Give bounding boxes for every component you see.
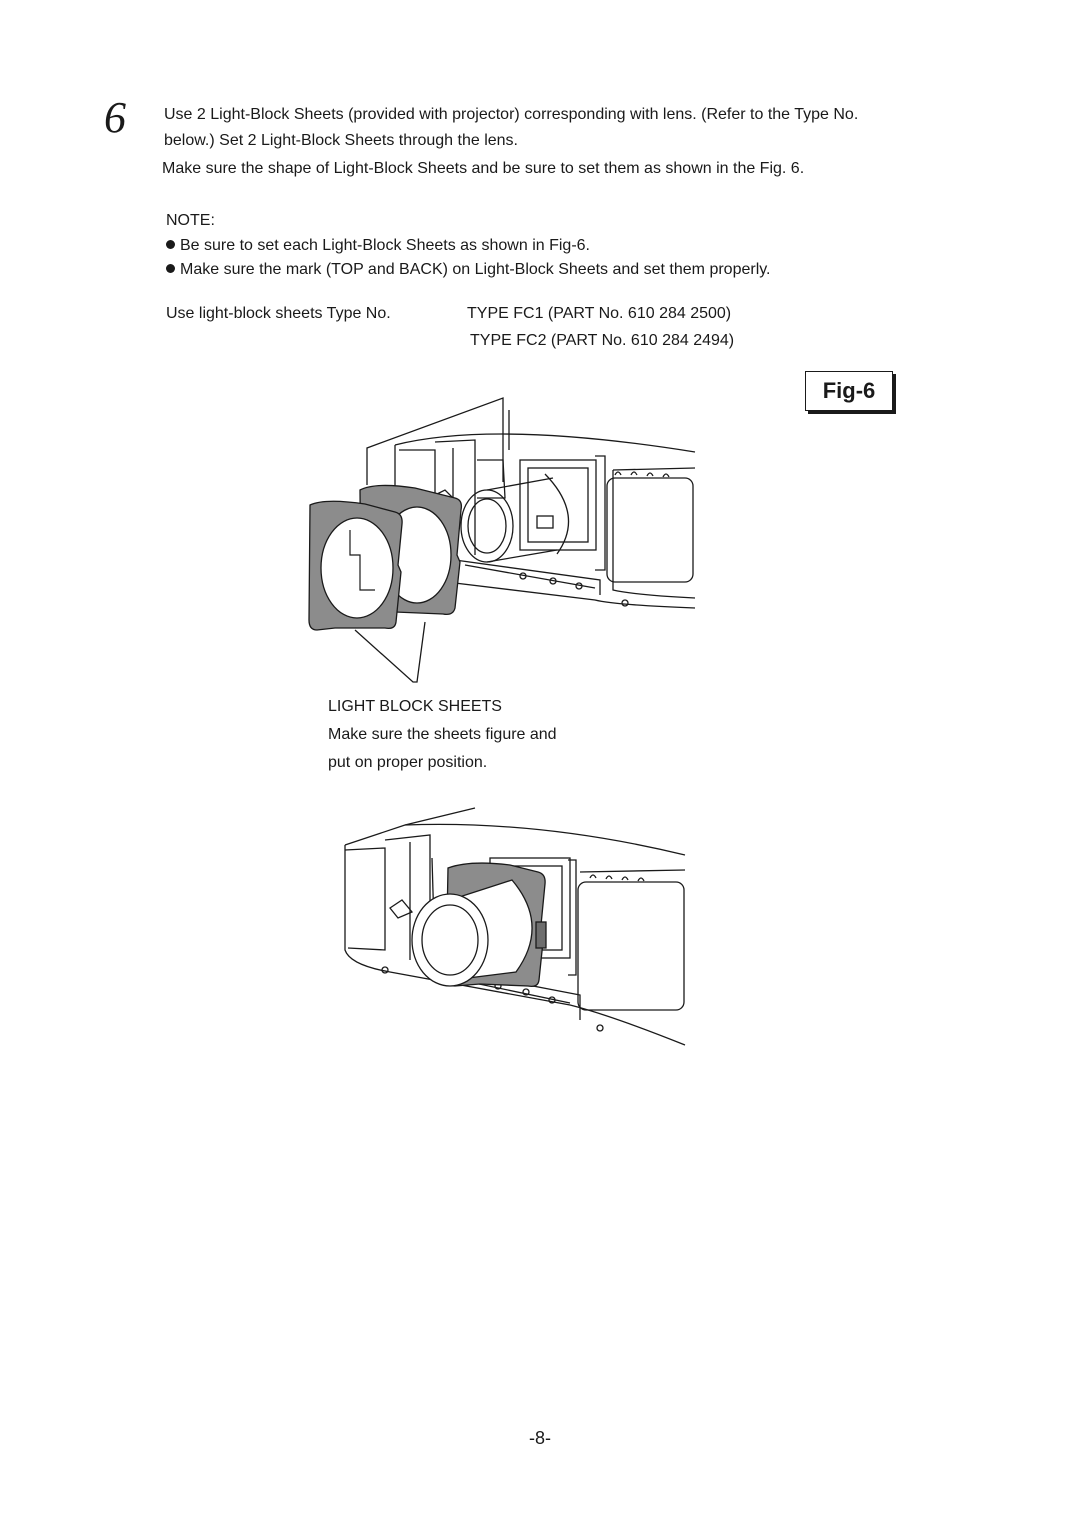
note-item-text: Be sure to set each Light-Block Sheets a… bbox=[180, 237, 590, 254]
step-line-3: Make sure the shape of Light-Block Sheet… bbox=[162, 160, 805, 177]
projector-sheets-installed-illustration bbox=[344, 807, 686, 1046]
figure-caption-title: LIGHT BLOCK SHEETS bbox=[328, 698, 502, 715]
note-item-text: Make sure the mark (TOP and BACK) on Lig… bbox=[180, 261, 771, 278]
bullet-icon bbox=[166, 240, 175, 249]
page-number: -8- bbox=[529, 1428, 551, 1448]
figure-caption-line: put on proper position. bbox=[328, 754, 488, 771]
step-number: 6 bbox=[104, 93, 126, 142]
note-item: Make sure the mark (TOP and BACK) on Lig… bbox=[166, 259, 771, 281]
projector-sheets-detached-illustration bbox=[308, 397, 696, 683]
note-item: Be sure to set each Light-Block Sheets a… bbox=[166, 235, 590, 257]
bullet-icon bbox=[166, 264, 175, 273]
note-heading: NOTE: bbox=[166, 212, 215, 229]
type-label: Use light-block sheets Type No. bbox=[166, 305, 391, 322]
figure-label: Fig-6 bbox=[805, 371, 893, 411]
type-fc1: TYPE FC1 (PART No. 610 284 2500) bbox=[467, 305, 732, 322]
figure-caption-line: Make sure the sheets figure and bbox=[328, 726, 557, 743]
type-fc2: TYPE FC2 (PART No. 610 284 2494) bbox=[470, 332, 735, 349]
step-line-1: Use 2 Light-Block Sheets (provided with … bbox=[164, 106, 859, 123]
step-line-2: below.) Set 2 Light-Block Sheets through… bbox=[164, 132, 518, 149]
